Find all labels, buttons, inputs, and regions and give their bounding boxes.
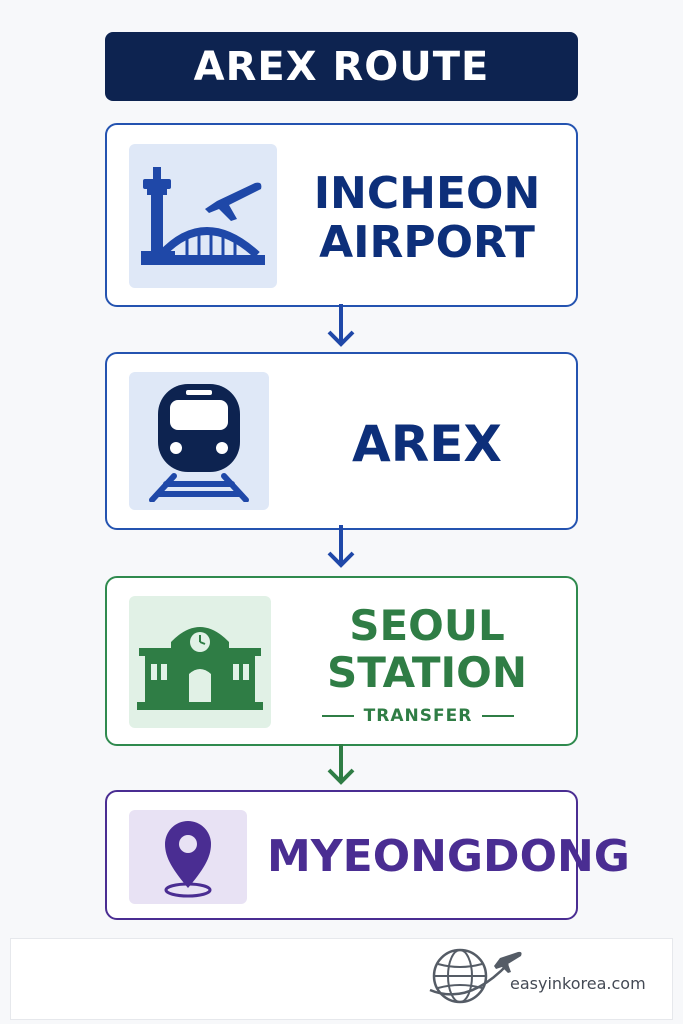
step-card-myeongdong: MYEONGDONG [105, 790, 630, 920]
location-pin-icon [129, 810, 247, 904]
step-label-myeongdong: MYEONGDONG [267, 831, 630, 882]
step-label-arex: AREX [352, 415, 502, 473]
divider [321, 715, 354, 717]
down-arrow-icon [327, 525, 355, 568]
down-arrow-icon [327, 744, 355, 785]
down-arrow-icon [327, 304, 355, 347]
globe-plane-icon [429, 948, 522, 1004]
step-card-seoul-station: SEOUL STATION TRANSFER [105, 576, 578, 746]
station-icon [129, 596, 271, 728]
airport-icon [129, 144, 277, 288]
step-card-arex: AREX [105, 352, 578, 530]
train-icon [129, 372, 269, 510]
footer [10, 938, 673, 1020]
step-label-line2: STATION [326, 648, 527, 698]
footer-brand-text: easyinkorea.com [510, 974, 646, 993]
step-label-line2: AIRPORT [319, 217, 535, 269]
step-card-incheon-airport: INCHEON AIRPORT [105, 123, 578, 307]
step-label-seoul-station: SEOUL STATION [297, 602, 557, 696]
page-title: AREX ROUTE [193, 43, 490, 90]
transfer-label-row: TRANSFER [307, 706, 529, 726]
divider [482, 715, 515, 717]
step-label-line1: INCHEON [313, 168, 541, 219]
title-banner: AREX ROUTE [105, 32, 578, 101]
step-label-incheon-airport: INCHEON AIRPORT [297, 169, 557, 268]
transfer-label: TRANSFER [363, 706, 473, 726]
step-label-line1: SEOUL [349, 601, 505, 650]
